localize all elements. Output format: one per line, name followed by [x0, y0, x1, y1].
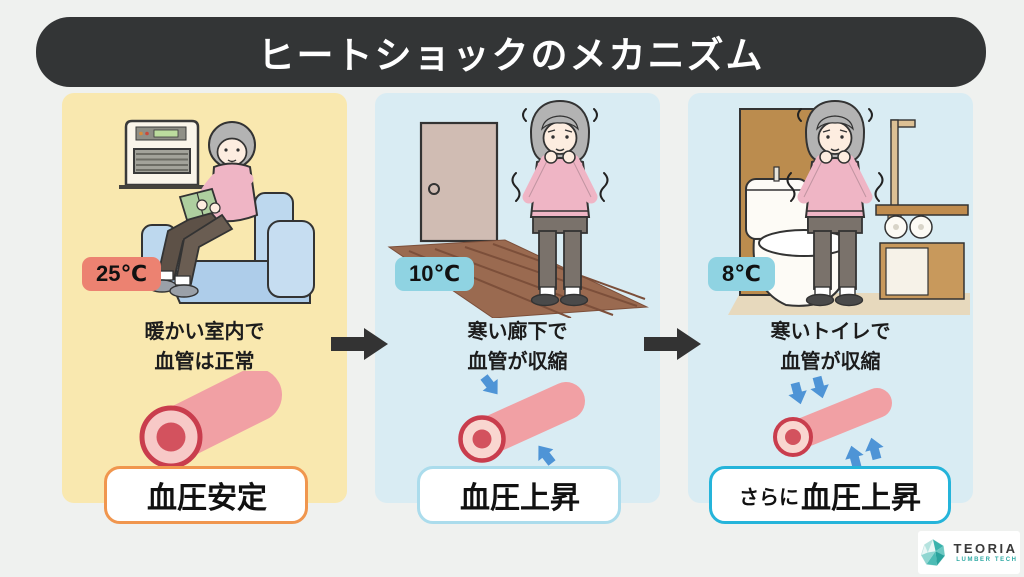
- logo-subtitle: LUMBER TECH: [956, 557, 1018, 563]
- page-title: ヒートショックのメカニズム: [257, 35, 765, 76]
- very-constricted-blood-vessel-icon: [772, 374, 892, 470]
- result-label-rise-more: さらに 血圧上昇: [709, 466, 951, 524]
- teoria-logo: TEORIA LUMBER TECH: [918, 531, 1020, 574]
- temperature-value: 8℃: [722, 261, 761, 286]
- constrict-arrow-icon: [807, 374, 832, 401]
- title-bar: ヒートショックのメカニズム: [36, 17, 986, 87]
- logo-name: TEORIA: [953, 541, 1018, 556]
- grab-bar-icon: [887, 119, 916, 220]
- result-label-text: 血圧上昇: [801, 482, 921, 515]
- warm-room-scene: [119, 119, 315, 304]
- constrict-arrow-icon: [861, 435, 886, 462]
- temperature-badge: 10℃: [395, 257, 475, 291]
- temperature-badge: 8℃: [708, 257, 775, 291]
- caption-line: 寒い廊下で: [467, 321, 568, 343]
- caption-line: 血管が収縮: [780, 351, 881, 373]
- caption-line: 暖かい室内で: [144, 321, 265, 343]
- panel-caption: 寒い廊下で 血管が収縮: [375, 317, 660, 377]
- panel-cold-hallway: 10℃ 寒い廊下で 血管が収縮: [375, 93, 660, 503]
- result-label-stable: 血圧安定: [104, 466, 308, 524]
- temperature-value: 10℃: [409, 261, 461, 286]
- heater-icon: [119, 119, 205, 189]
- normal-blood-vessel-icon: [139, 371, 282, 469]
- result-label-rise: 血圧上昇: [417, 466, 621, 524]
- panel-cold-toilet: 8℃ 寒いトイレで 血管が収縮: [688, 93, 973, 503]
- caption-line: 寒いトイレで: [770, 321, 891, 343]
- caption-line: 血管は正常: [154, 351, 255, 373]
- constrict-arrow-icon: [785, 380, 810, 407]
- panel-warm-room: 25℃ 暖かい室内で 血管は正常: [62, 93, 347, 503]
- constricted-blood-vessel-icon: [457, 371, 585, 469]
- door-icon: [419, 121, 499, 243]
- panel-caption: 寒いトイレで 血管が収縮: [688, 317, 973, 377]
- cold-toilet-scene: [728, 93, 970, 315]
- temperature-value: 25℃: [96, 261, 148, 286]
- toilet-paper-cabinet-icon: [875, 204, 969, 300]
- temperature-badge: 25℃: [82, 257, 162, 291]
- result-label-prefix: さらに: [739, 486, 799, 509]
- logo-text: TEORIA LUMBER TECH: [953, 542, 1017, 563]
- panel-caption: 暖かい室内で 血管は正常: [62, 317, 347, 377]
- flow-arrow-icon: [644, 328, 701, 360]
- result-label-text: 血圧上昇: [460, 482, 580, 515]
- result-label-text: 血圧安定: [147, 482, 267, 515]
- constrict-arrow-icon: [530, 439, 559, 469]
- caption-line: 血管が収縮: [467, 351, 568, 373]
- teoria-gem-icon: [921, 539, 946, 566]
- constrict-arrow-icon: [476, 371, 505, 401]
- flow-arrow-icon: [331, 328, 388, 360]
